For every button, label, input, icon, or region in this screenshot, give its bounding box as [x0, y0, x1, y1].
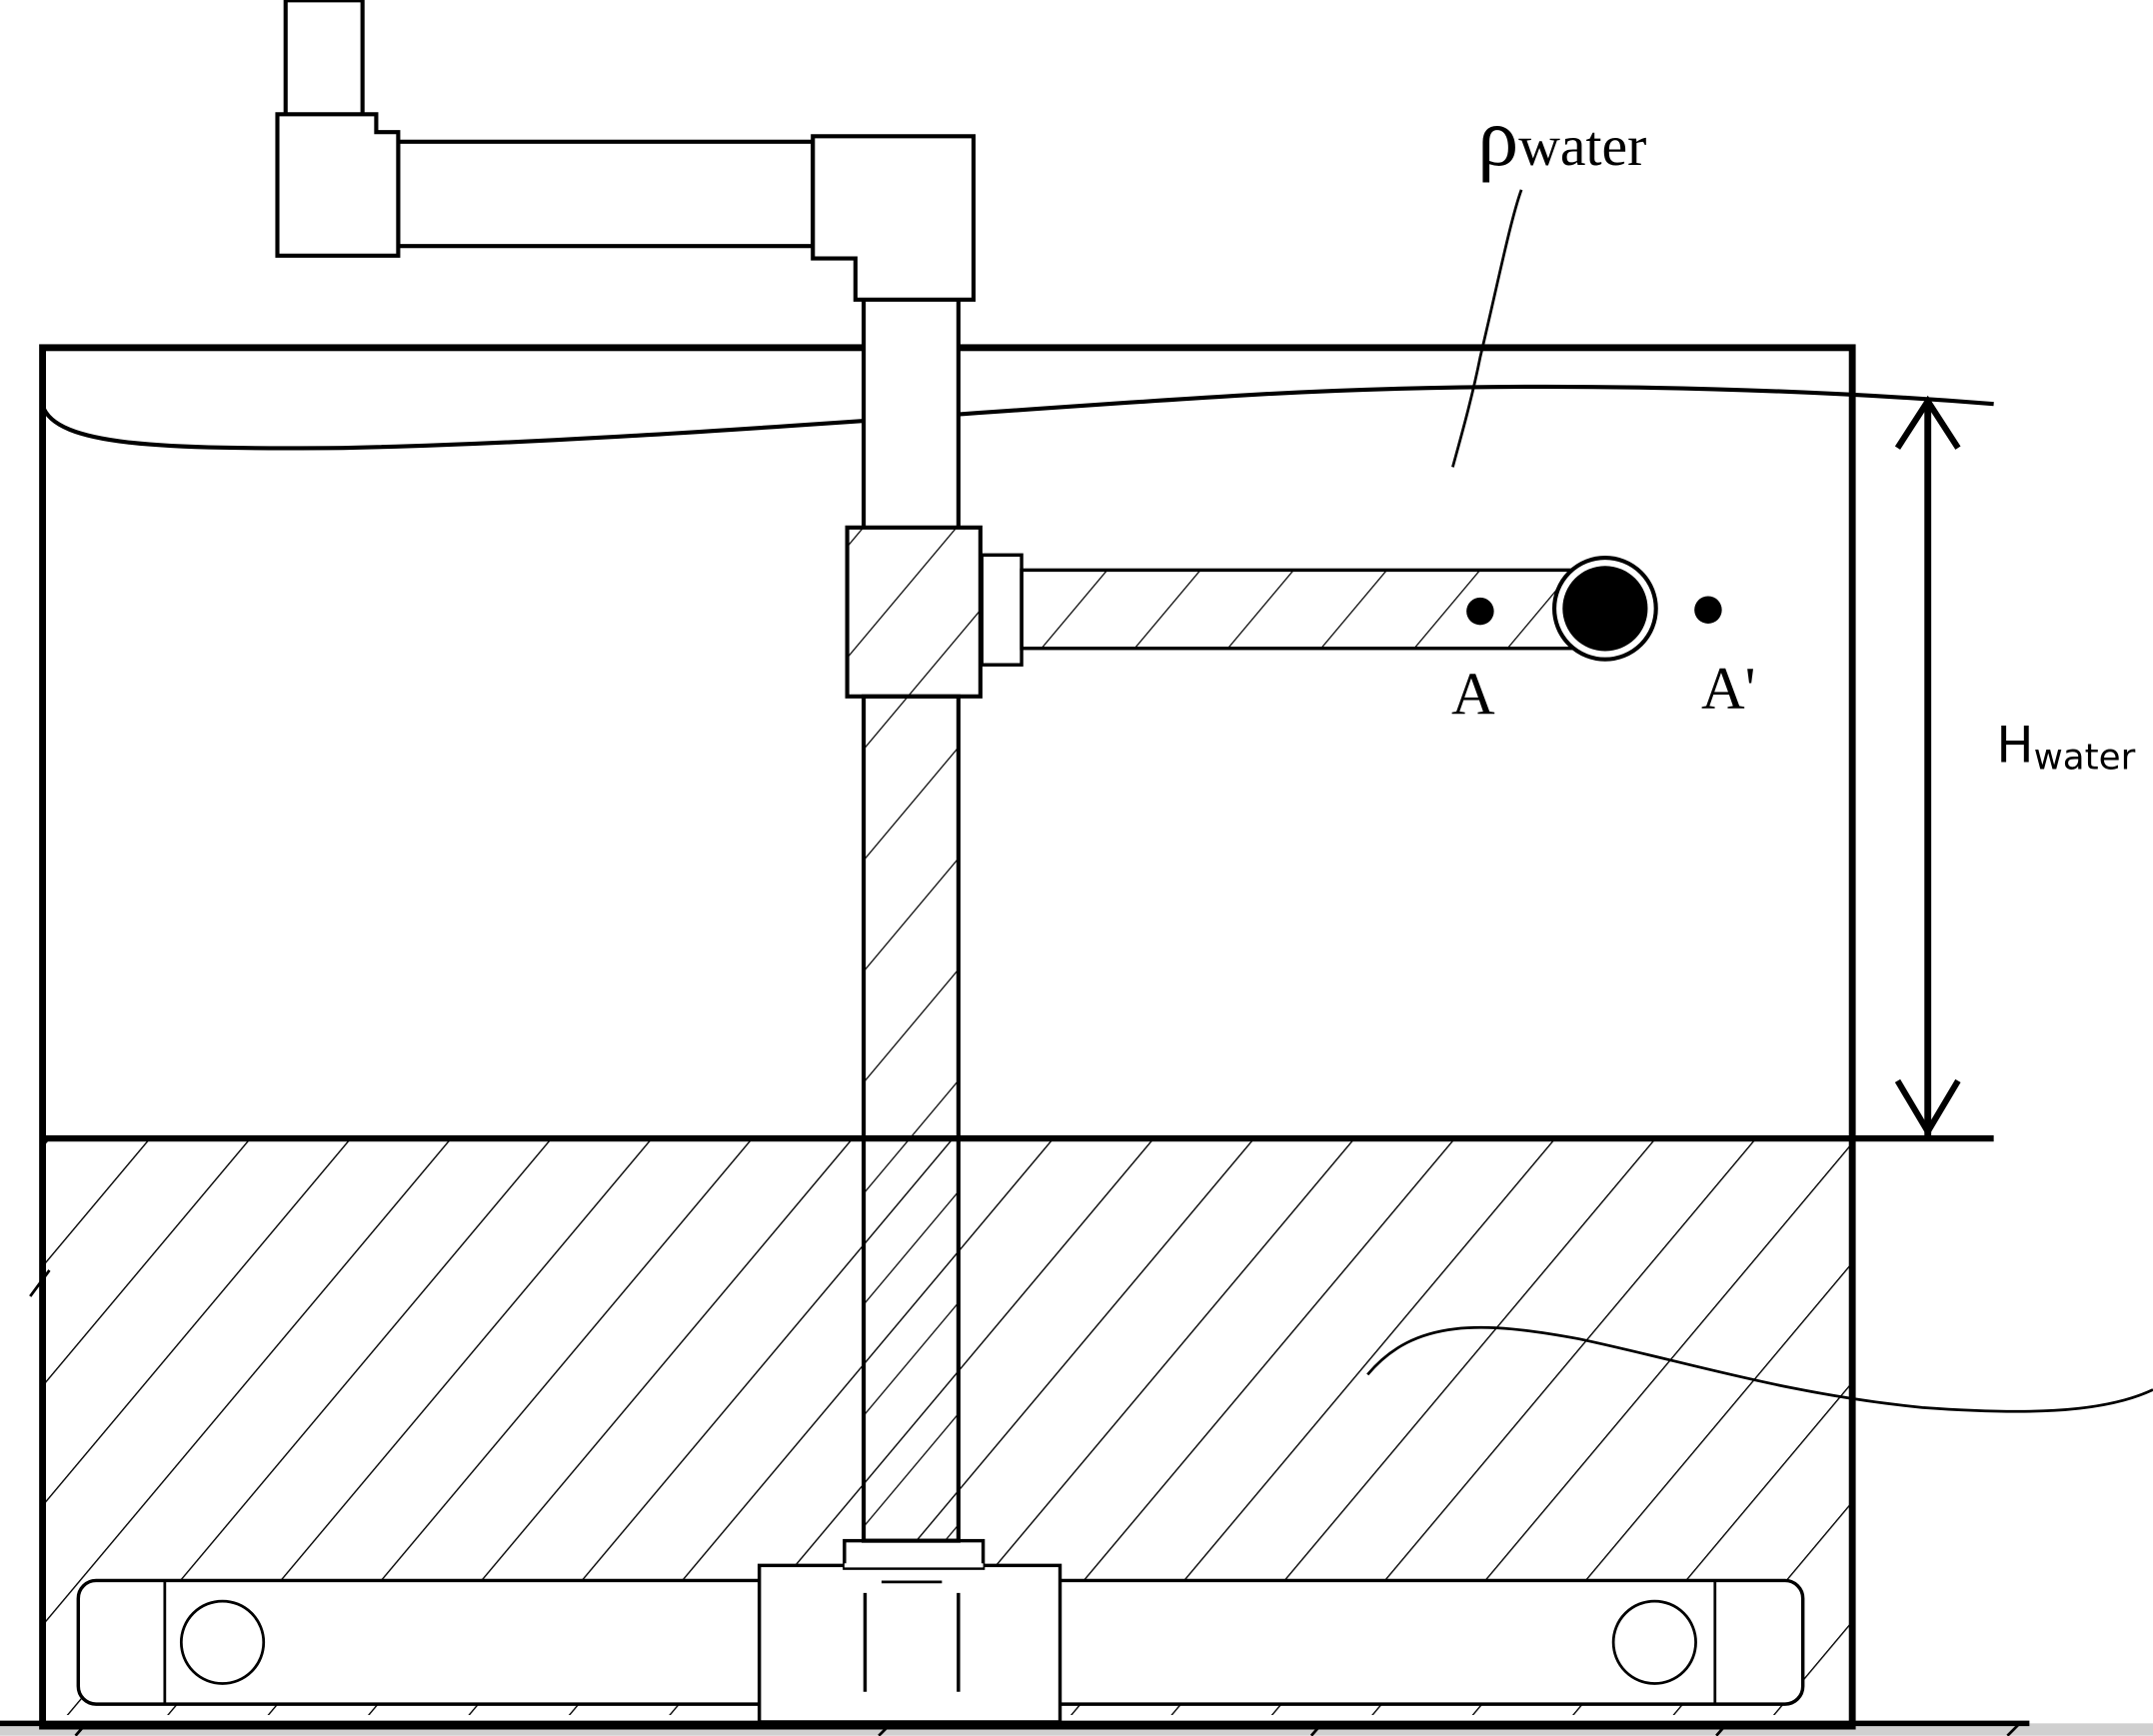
junction-block [845, 525, 1024, 699]
height-label: Hwater [1996, 717, 2135, 779]
density-leader [1451, 189, 1523, 468]
point-a-dot [1466, 597, 1494, 626]
sediment-leader [1366, 1325, 2153, 1413]
vertical-shaft [862, 299, 961, 1543]
right-wheel [1611, 1599, 1697, 1685]
water-surface [40, 384, 1994, 451]
left-wheel [179, 1599, 266, 1685]
center-hub [757, 1538, 1063, 1724]
top-piping [275, 0, 977, 302]
nozzle [1551, 555, 1658, 662]
height-dimension [1894, 395, 1961, 1138]
point-a-label: A [1451, 662, 1495, 729]
point-a-prime-label: A' [1701, 656, 1756, 723]
density-label: ρwater [1477, 92, 1646, 183]
point-a-prime-dot [1694, 596, 1722, 624]
